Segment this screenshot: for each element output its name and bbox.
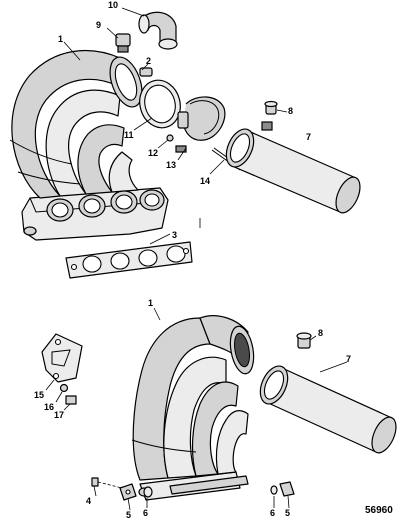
callout-12: 12 [148,148,158,158]
callout-5-left: 5 [126,510,131,519]
top-exhaust-manifold [9,49,169,241]
diagram-reference-number: 56960 [365,505,393,516]
top-hose-fitting [115,33,131,53]
callout-8-bottom: 8 [318,328,323,338]
top-clamp-screw [139,67,153,77]
top-plug-fitting [264,100,278,115]
top-band-clamp [177,96,226,141]
bottom-plug-fitting [296,332,312,349]
leader-lines [45,7,348,511]
callout-13: 13 [166,160,176,170]
callout-10: 10 [108,0,118,10]
callout-14: 14 [200,176,210,186]
callout-15: 15 [34,390,44,400]
top-manifold-gasket [65,241,193,279]
bottom-exhaust-manifold [131,315,255,501]
bottom-exhaust-pipe [259,365,397,454]
callout-3: 3 [172,230,177,240]
callout-1-bottom: 1 [148,298,153,308]
bracket-washer-and-bolt [59,383,77,405]
callout-9: 9 [96,20,101,30]
top-water-hose-elbow [138,11,178,50]
callout-2: 2 [146,56,151,66]
bracket-plate [41,333,83,383]
bottom-fastener-set [91,477,153,501]
bottom-right-fittings [270,481,295,497]
callout-11: 11 [124,130,134,140]
callout-8-top: 8 [288,106,293,116]
callout-16: 16 [44,402,54,412]
callout-4: 4 [86,496,91,506]
callout-6-right: 6 [270,508,275,518]
callout-6-left: 6 [143,508,148,518]
top-exhaust-pipe [225,121,361,214]
callout-17: 17 [54,410,64,420]
callout-1-top: 1 [58,34,63,44]
top-gasket-ring [139,79,181,129]
top-bolt-and-washer [166,134,187,153]
callout-7-top: 7 [306,132,311,142]
callout-7-bottom: 7 [346,354,351,364]
callout-5-right: 5 [285,508,290,518]
callout-labels: 1 2 3 7 8 9 10 11 12 13 14 1 7 8 15 16 1… [34,0,393,519]
